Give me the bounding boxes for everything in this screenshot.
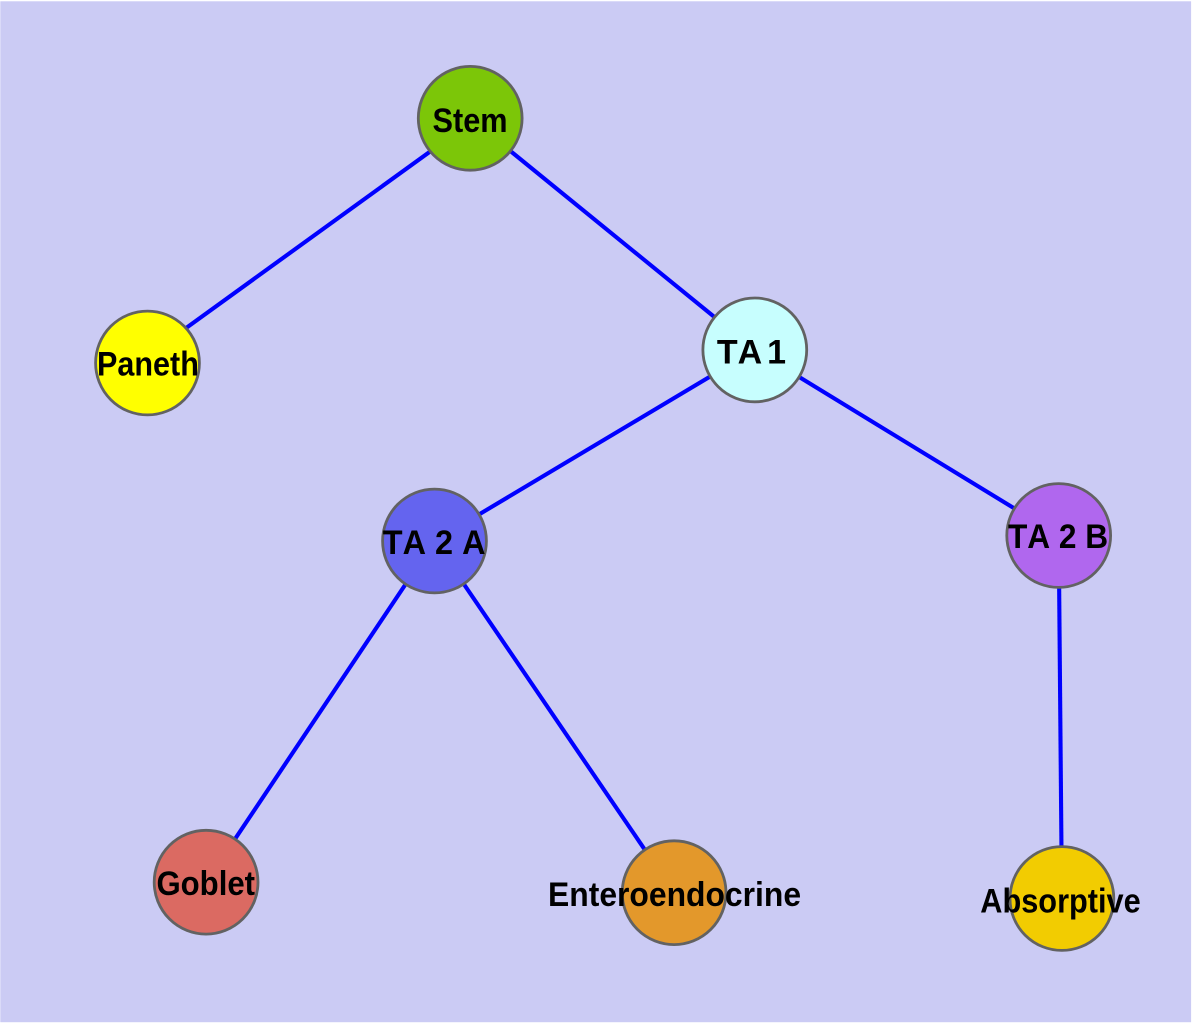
svg-text:Enteroendocrine: Enteroendocrine bbox=[548, 876, 801, 914]
svg-text:Stem: Stem bbox=[433, 102, 508, 140]
svg-text:Goblet: Goblet bbox=[156, 865, 255, 903]
svg-text:Paneth: Paneth bbox=[97, 346, 199, 384]
svg-text:TA 2 A: TA 2 A bbox=[383, 524, 486, 562]
svg-text:Absorptive: Absorptive bbox=[980, 882, 1140, 920]
svg-text:TA 1: TA 1 bbox=[717, 333, 786, 371]
svg-text:TA 2 B: TA 2 B bbox=[1008, 518, 1108, 556]
